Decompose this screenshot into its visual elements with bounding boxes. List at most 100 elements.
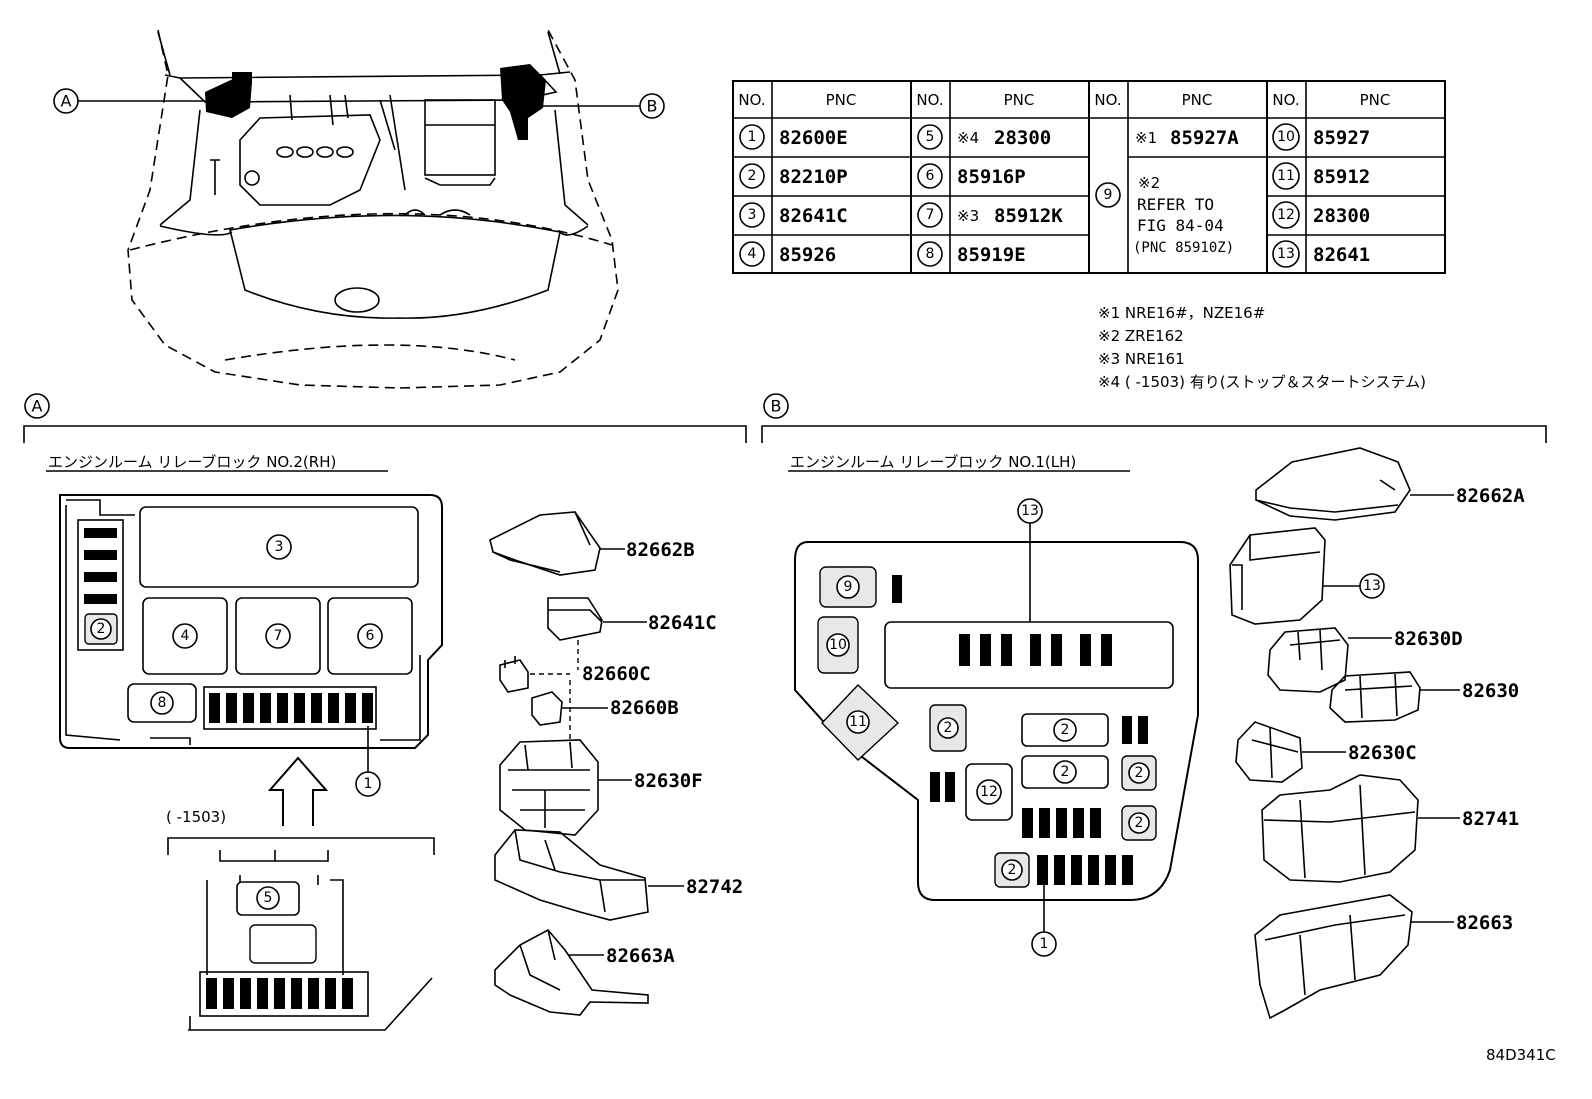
svg-text:2: 2 — [97, 621, 106, 637]
svg-text:82600E: 82600E — [779, 127, 848, 149]
engine-bay-illustration — [78, 29, 640, 389]
part-82742: 82742 — [494, 829, 743, 921]
svg-text:※2 ZRE162: ※2 ZRE162 — [1098, 327, 1184, 345]
svg-text:85912: 85912 — [1313, 166, 1370, 188]
svg-text:※4 ( -1503) 有り(ストップ＆スタ: ※4 ( -1503) 有り(ストップ＆スタートシステム) — [1098, 373, 1426, 391]
table-row: 1 82600E — [739, 124, 848, 150]
svg-text:PNC: PNC — [1360, 91, 1391, 109]
svg-text:82660C: 82660C — [582, 663, 651, 685]
svg-text:B: B — [647, 97, 658, 116]
svg-text:82662B: 82662B — [626, 539, 695, 561]
part-82663: 82663 — [1254, 894, 1513, 1020]
callout-b-top: B — [639, 93, 665, 119]
svg-text:6: 6 — [366, 628, 375, 644]
svg-text:82641C: 82641C — [779, 205, 848, 227]
figure-code: 84D341C — [1486, 1046, 1556, 1064]
svg-text:NO.: NO. — [738, 91, 765, 109]
svg-text:82641: 82641 — [1313, 244, 1370, 266]
svg-text:10: 10 — [829, 637, 847, 653]
part-82662B: 82662B — [489, 511, 695, 576]
svg-text:11: 11 — [1277, 168, 1295, 184]
svg-text:82641C: 82641C — [648, 612, 717, 634]
table-row: 3 82641C — [739, 202, 848, 228]
table-row: 6 85916P — [917, 163, 1026, 189]
part-82741: 82741 — [1261, 774, 1519, 883]
svg-text:2: 2 — [1061, 764, 1070, 780]
part-82630F: 82630F — [499, 739, 703, 836]
svg-text:82630C: 82630C — [1348, 742, 1417, 764]
svg-text:8: 8 — [158, 695, 167, 711]
svg-text:1: 1 — [1040, 936, 1049, 952]
svg-text:13: 13 — [1277, 246, 1295, 262]
svg-text:82742: 82742 — [686, 876, 743, 898]
svg-text:※3 NRE161: ※3 NRE161 — [1098, 350, 1185, 368]
svg-text:82630F: 82630F — [634, 770, 703, 792]
svg-text:13: 13 — [1021, 503, 1039, 519]
svg-text:9: 9 — [1104, 187, 1113, 203]
svg-text:2: 2 — [1008, 862, 1017, 878]
svg-text:85916P: 85916P — [957, 166, 1026, 188]
svg-text:NO.: NO. — [1094, 91, 1121, 109]
svg-text:3: 3 — [748, 207, 757, 223]
svg-text:2: 2 — [1061, 722, 1070, 738]
svg-text:エンジンルーム リレーブロック NO.2(RH): エンジンルーム リレーブロック NO.2(RH) — [48, 453, 336, 471]
svg-text:13: 13 — [1363, 578, 1381, 594]
svg-text:( -1503): ( -1503) — [166, 808, 226, 826]
svg-text:A: A — [61, 92, 72, 111]
svg-text:3: 3 — [275, 539, 284, 555]
part-82630C: 82630C — [1235, 721, 1417, 783]
part-82660C: 82660C — [499, 656, 651, 693]
svg-text:82660B: 82660B — [610, 697, 679, 719]
svg-text:82663: 82663 — [1456, 912, 1513, 934]
svg-text:85927: 85927 — [1313, 127, 1370, 149]
svg-text:28300: 28300 — [1313, 205, 1370, 227]
table-row: 13 82641 — [1272, 240, 1370, 268]
svg-text:9: 9 — [844, 579, 853, 595]
svg-text:B: B — [771, 397, 782, 416]
svg-text:REFER TO: REFER TO — [1137, 195, 1214, 214]
part-13: 13 — [1229, 527, 1385, 625]
svg-text:2: 2 — [1135, 815, 1144, 831]
svg-text:PNC: PNC — [1004, 91, 1035, 109]
part-82663A: 82663A — [494, 928, 675, 1016]
svg-text:85912K: 85912K — [994, 205, 1063, 227]
section-b: B エンジンルーム リレーブロック NO.1(LH) 13 9 10 11 — [761, 393, 1547, 957]
svg-text:1: 1 — [364, 776, 373, 792]
svg-text:A: A — [32, 397, 43, 416]
table-col3: 9 ※1 85927A ※2 REFER TO FIG 84-04 (PNC 8… — [1095, 127, 1239, 256]
svg-text:12: 12 — [1277, 207, 1295, 223]
svg-text:NO.: NO. — [1272, 91, 1299, 109]
svg-text:82630D: 82630D — [1394, 628, 1463, 650]
table-header: NO. PNC NO. PNC NO. PNC NO. PNC — [738, 91, 1390, 109]
svg-text:10: 10 — [1277, 129, 1295, 145]
part-82630D: 82630D — [1267, 627, 1463, 693]
svg-text:(PNC 85910Z): (PNC 85910Z) — [1133, 240, 1234, 256]
svg-text:82741: 82741 — [1462, 808, 1519, 830]
svg-text:2: 2 — [944, 720, 953, 736]
svg-text:※4: ※4 — [957, 129, 979, 147]
svg-text:7: 7 — [926, 207, 935, 223]
svg-text:82210P: 82210P — [779, 166, 848, 188]
table-row: 12 28300 — [1272, 201, 1370, 229]
svg-text:※3: ※3 — [957, 207, 979, 225]
table-row: 7 ※3 85912K — [917, 202, 1063, 228]
section-a-parts: 82662B 82641C 82660C 82660B — [489, 511, 743, 1016]
svg-text:エンジンルーム リレーブロック NO.1(LH): エンジンルーム リレーブロック NO.1(LH) — [790, 453, 1076, 471]
svg-text:12: 12 — [980, 784, 998, 800]
svg-text:FIG 84-04: FIG 84-04 — [1137, 216, 1224, 235]
svg-text:6: 6 — [926, 168, 935, 184]
pnc-table — [732, 80, 1446, 274]
svg-text:※2: ※2 — [1138, 174, 1160, 192]
callout-a-top: A — [53, 88, 79, 114]
svg-text:1: 1 — [748, 129, 757, 145]
table-row: 11 85912 — [1272, 162, 1370, 190]
svg-text:※1: ※1 — [1135, 129, 1157, 147]
svg-text:7: 7 — [274, 628, 283, 644]
svg-text:11: 11 — [849, 714, 867, 730]
svg-text:5: 5 — [264, 890, 273, 906]
